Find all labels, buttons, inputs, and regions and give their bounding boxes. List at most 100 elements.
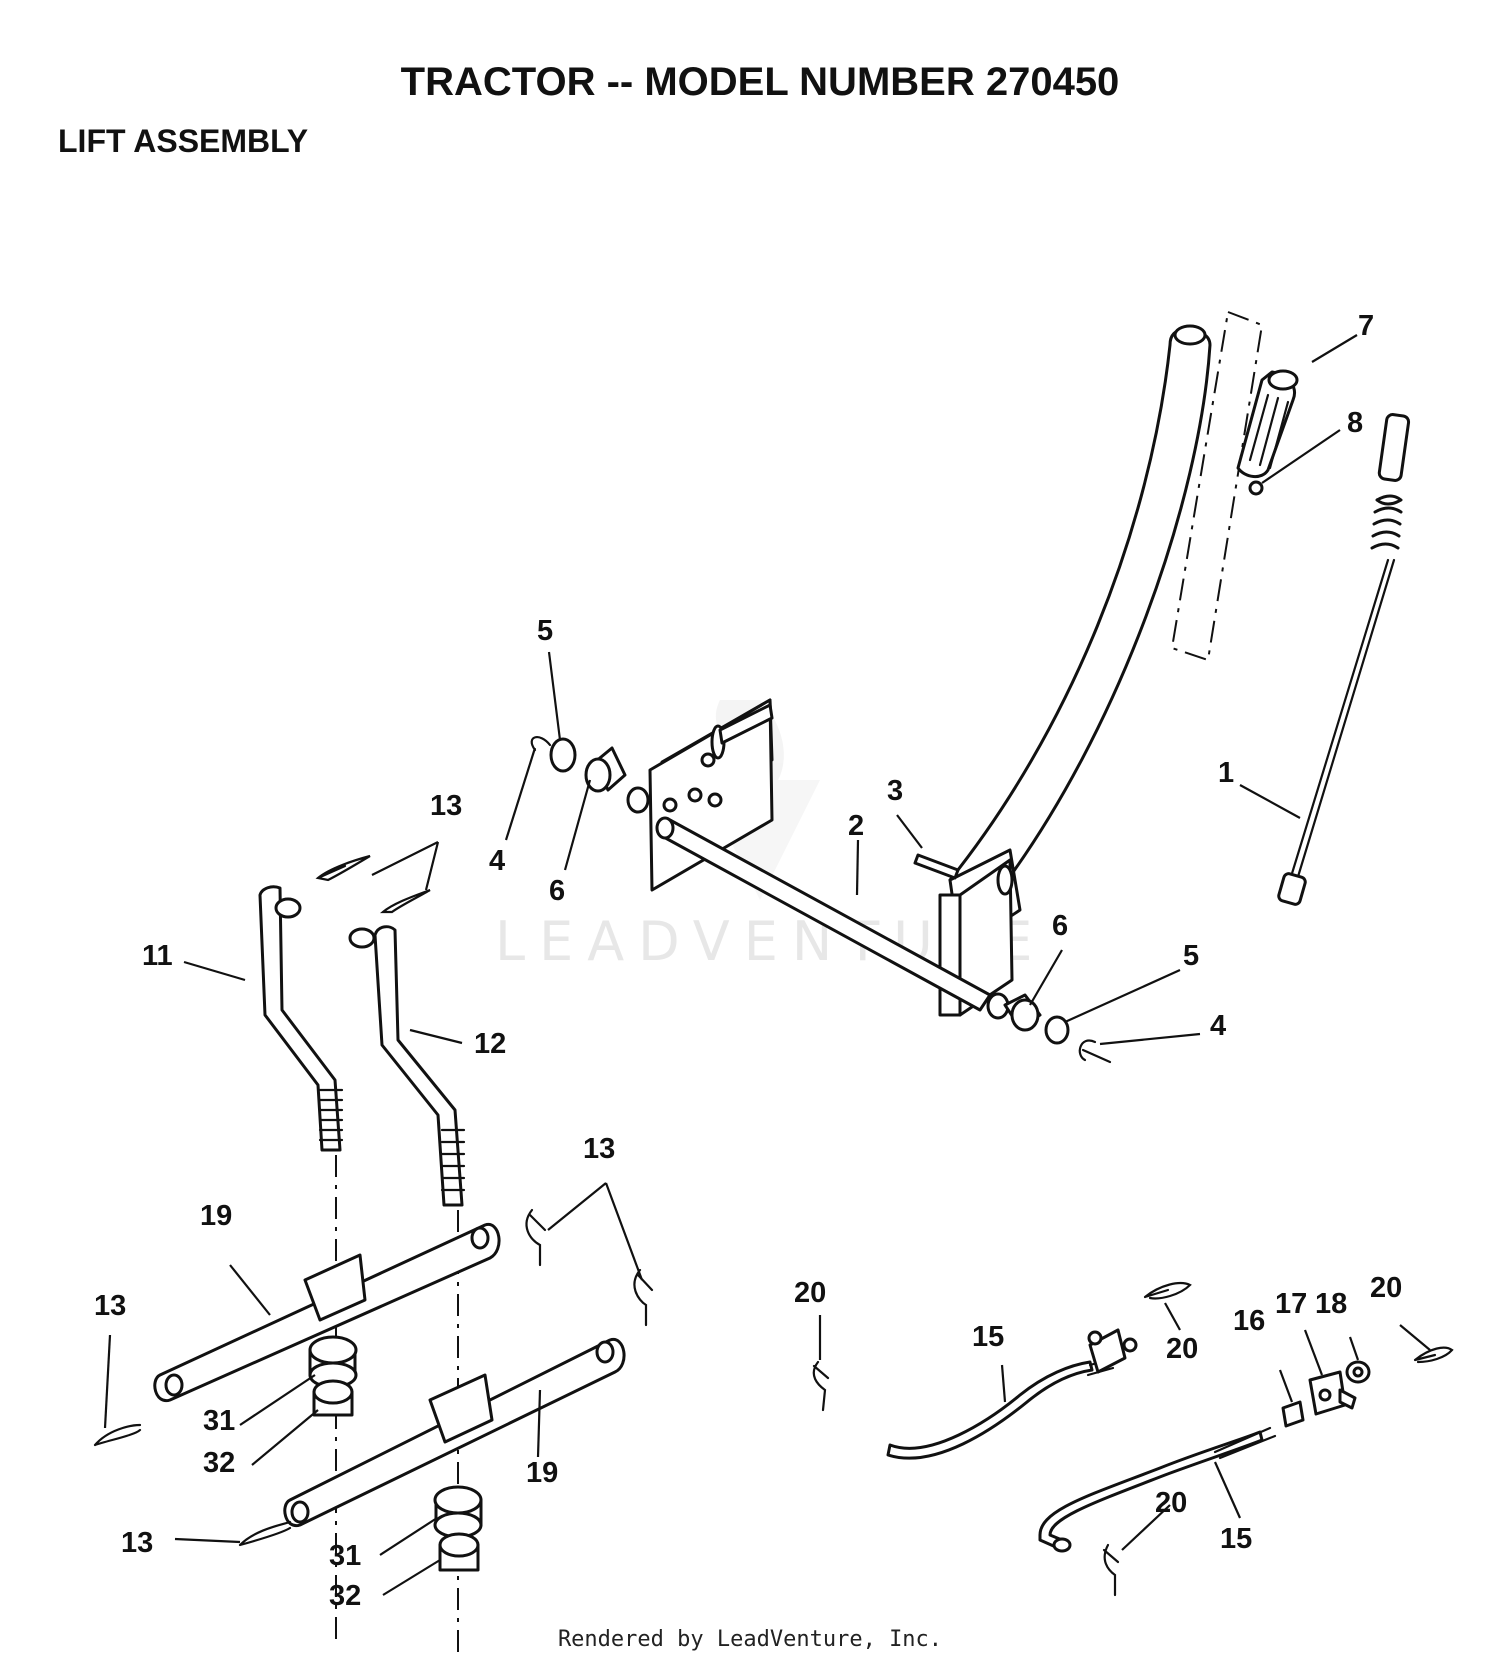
callout-15a: 15 [972, 1321, 1004, 1353]
callout-4a: 4 [489, 845, 505, 877]
leader-12 [409, 1028, 463, 1045]
part-4-clip-right [1078, 1039, 1112, 1064]
callout-8: 8 [1347, 407, 1363, 439]
callout-13c: 13 [94, 1290, 126, 1322]
part-11-lift-link [258, 885, 344, 1152]
part-20-clip-a [812, 1360, 830, 1412]
leader-13a [371, 841, 440, 891]
leader-7 [1311, 334, 1358, 363]
part-4-clip-left [530, 736, 552, 752]
leader-17 [1303, 1329, 1324, 1376]
leader-20b [1164, 1302, 1181, 1331]
leader-13b [547, 1182, 644, 1281]
leader-13d [174, 1537, 241, 1544]
callout-6a: 6 [549, 875, 565, 907]
part-6-bushing-right [1003, 993, 1042, 1032]
callout-11: 11 [142, 940, 173, 972]
leader-2 [855, 839, 860, 896]
part-12-lift-link [348, 925, 466, 1207]
part-20-clip-d [1102, 1543, 1120, 1597]
part-20-clip-b [1143, 1281, 1192, 1300]
callout-4b: 4 [1210, 1010, 1226, 1042]
leader-15a [1000, 1364, 1007, 1403]
leader-11 [183, 960, 246, 982]
callout-31b: 31 [329, 1540, 361, 1572]
callout-20b: 20 [1166, 1333, 1198, 1365]
leader-5b [1064, 968, 1181, 1024]
leader-32a [251, 1409, 319, 1466]
leader-13c [103, 1334, 112, 1429]
part-16-nut [1281, 1400, 1305, 1428]
leader-19a [229, 1264, 271, 1316]
callout-32a: 32 [203, 1447, 235, 1479]
leader-4a [504, 747, 537, 841]
part-15-rod-upper [886, 1328, 1138, 1460]
part-5-washer-left [549, 737, 577, 773]
part-19-lift-arm-upper [153, 1223, 501, 1403]
callout-5b: 5 [1183, 940, 1199, 972]
leader-1 [1239, 784, 1301, 819]
part-2-cross-shaft [626, 698, 1010, 1020]
footer-credit: Rendered by LeadVenture, Inc. [558, 1627, 942, 1652]
callout-18: 18 [1315, 1288, 1347, 1320]
callout-32b: 32 [329, 1580, 361, 1612]
part-1-lift-rod [1277, 413, 1411, 906]
part-8-plug [1248, 480, 1264, 496]
callout-13d: 13 [121, 1527, 153, 1559]
leader-19b [536, 1389, 542, 1458]
part-5-washer-right [1044, 1015, 1070, 1045]
part-19-lift-arm-lower [283, 1338, 626, 1528]
leader-20c [1399, 1324, 1431, 1351]
leader-6a [563, 779, 592, 871]
part-7-handle-grip [1236, 369, 1299, 478]
leader-6b [1029, 949, 1063, 1006]
callout-7: 7 [1358, 310, 1374, 342]
part-13-hairpin-b [379, 888, 431, 914]
part-3-pin [913, 853, 960, 880]
part-13-hairpin-d [633, 1268, 654, 1327]
part-6-bushing-left [584, 746, 627, 793]
callout-17: 17 [1275, 1288, 1307, 1320]
callout-13a: 13 [430, 790, 462, 822]
leader-18 [1348, 1336, 1360, 1361]
leader-31a [239, 1374, 316, 1426]
part-13-hairpin-f [238, 1520, 292, 1547]
leader-20d [1121, 1504, 1171, 1551]
section-title: LIFT ASSEMBLY [58, 123, 308, 159]
leader-5a [547, 651, 562, 741]
part-31-spacer-lower [433, 1485, 483, 1539]
part-32-nut-lower [438, 1532, 480, 1572]
callout-5a: 5 [537, 615, 553, 647]
page-title: TRACTOR -- MODEL NUMBER 270450 [401, 60, 1120, 104]
callout-12: 12 [474, 1028, 506, 1060]
callout-19b: 19 [526, 1457, 558, 1489]
callout-13b: 13 [583, 1133, 615, 1165]
leader-4b [1099, 1032, 1201, 1046]
callout-20c: 20 [1370, 1272, 1402, 1304]
part-13-hairpin-a [315, 854, 371, 882]
part-31-spacer-upper [308, 1335, 358, 1389]
part-lift-lever [938, 324, 1212, 1017]
leader-8 [1261, 429, 1341, 484]
callout-1: 1 [1218, 757, 1234, 789]
part-20-clip-c [1413, 1346, 1454, 1364]
callout-6b: 6 [1052, 910, 1068, 942]
leader-15b [1213, 1461, 1242, 1519]
leader-32b [382, 1559, 441, 1596]
leader-16 [1278, 1369, 1294, 1403]
callout-19a: 19 [200, 1200, 232, 1232]
part-13-hairpin-c [525, 1208, 547, 1267]
callout-20a: 20 [794, 1277, 826, 1309]
callout-15b: 15 [1220, 1523, 1252, 1555]
callout-2: 2 [848, 810, 864, 842]
leader-31b [379, 1517, 438, 1556]
leader-3 [896, 814, 923, 849]
part-13-hairpin-e [93, 1423, 142, 1447]
part-15-rod-lower [1038, 1426, 1277, 1553]
part-17-swivel-block [1308, 1370, 1357, 1416]
part-32-nut-upper [312, 1379, 354, 1417]
callout-16: 16 [1233, 1305, 1265, 1337]
part-18-washer [1345, 1360, 1371, 1384]
callout-3: 3 [887, 775, 903, 807]
